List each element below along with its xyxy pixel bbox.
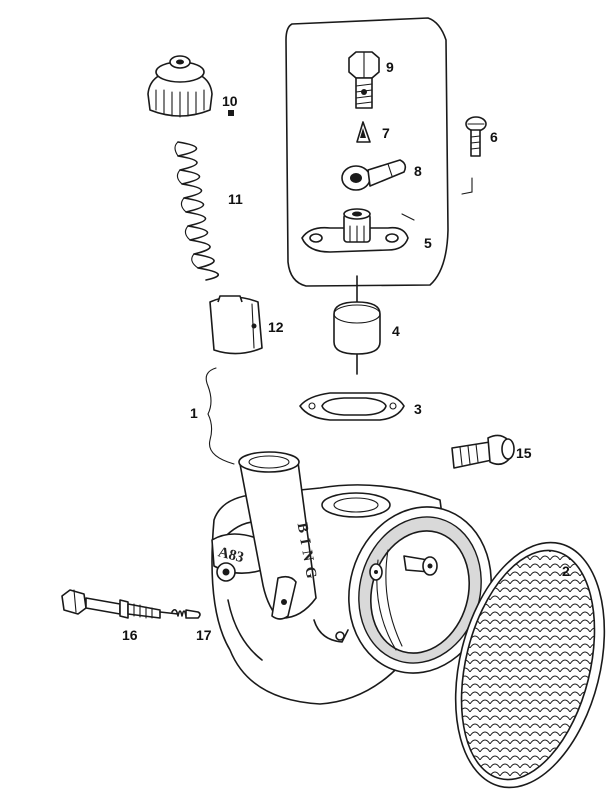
label-part-8: 8 [414,163,422,179]
carburetor-body: A83 BING [211,451,492,705]
part-11-spring [174,141,219,281]
casting-model-label: A83 [216,544,245,566]
part-1-brace [205,367,235,465]
part-7-jet-cone [356,121,371,143]
part-6-leader [461,177,473,195]
part-10-cap [147,55,213,118]
label-part-7: 7 [382,125,390,141]
label-part-6: 6 [490,129,498,145]
part-5-float-cover [301,208,409,253]
part-16-adjusting-screw [61,589,179,619]
part-9-banjo-bolt [348,51,380,109]
part-5-leader [401,213,415,221]
subassembly-outline [285,17,449,287]
label-part-10-marker [228,110,234,116]
part-4-float [333,275,381,375]
part-3-gasket [299,392,405,421]
label-part-17: 17 [196,627,212,643]
label-part-9: 9 [386,59,394,75]
label-part-11: 11 [228,191,243,207]
label-part-2: 2 [562,563,570,579]
label-part-5: 5 [424,235,432,251]
part-15-bolt [451,434,515,469]
label-part-12: 12 [268,319,284,335]
part-17-spring-pin [171,608,201,619]
part-6-screw [465,116,487,157]
label-part-4: 4 [392,323,400,339]
label-part-16: 16 [122,627,138,643]
label-part-1: 1 [190,405,198,421]
label-part-10: 10 [222,93,238,109]
part-12-throttle-slide [209,295,263,355]
part-8-banjo-fitting [341,159,407,191]
part-2-air-filter [450,540,610,790]
label-part-3: 3 [414,401,422,417]
label-part-15: 15 [516,445,532,461]
